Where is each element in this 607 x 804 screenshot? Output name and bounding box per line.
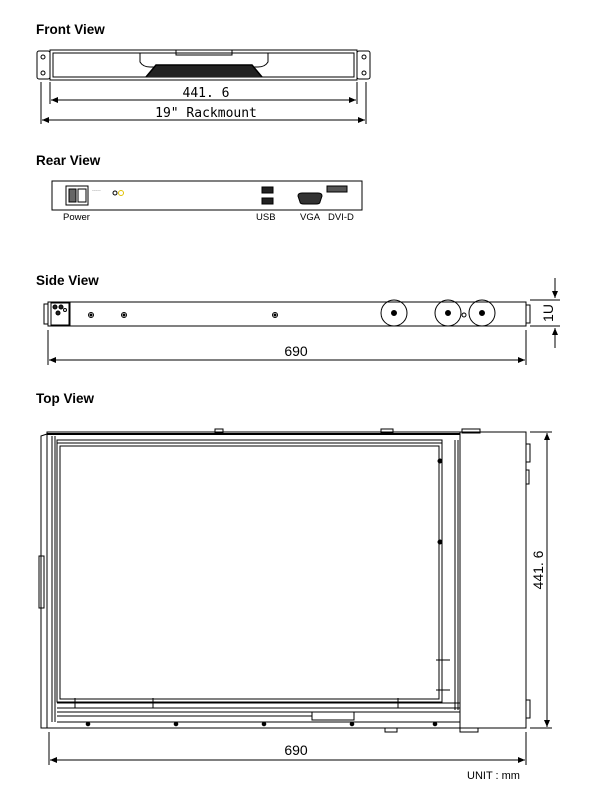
rear-power-label: Power (63, 212, 90, 223)
side-height-label: 1U (540, 304, 556, 322)
side-view-title: Side View (36, 273, 99, 288)
unit-label: UNIT : mm (467, 770, 520, 782)
rear-view-title: Rear View (36, 153, 101, 168)
rear-vga-label: VGA (300, 212, 321, 223)
rear-dvi-label: DVI-D (328, 212, 354, 223)
svg-text:~~~~~: ~~~~~ (92, 188, 101, 192)
top-length-label: 690 (284, 742, 308, 758)
top-view-drawing (38, 428, 552, 765)
rear-view-drawing (51, 180, 363, 211)
front-view-drawing (36, 49, 371, 124)
side-view-drawing (43, 278, 560, 365)
side-length-label: 690 (284, 343, 308, 359)
front-overall-width-label: 19" Rackmount (155, 106, 257, 121)
top-view-title: Top View (36, 391, 95, 406)
rear-usb-label: USB (256, 212, 276, 223)
front-inner-width-label: 441. 6 (183, 86, 230, 101)
top-width-label: 441. 6 (530, 550, 546, 589)
front-view-title: Front View (36, 22, 105, 37)
